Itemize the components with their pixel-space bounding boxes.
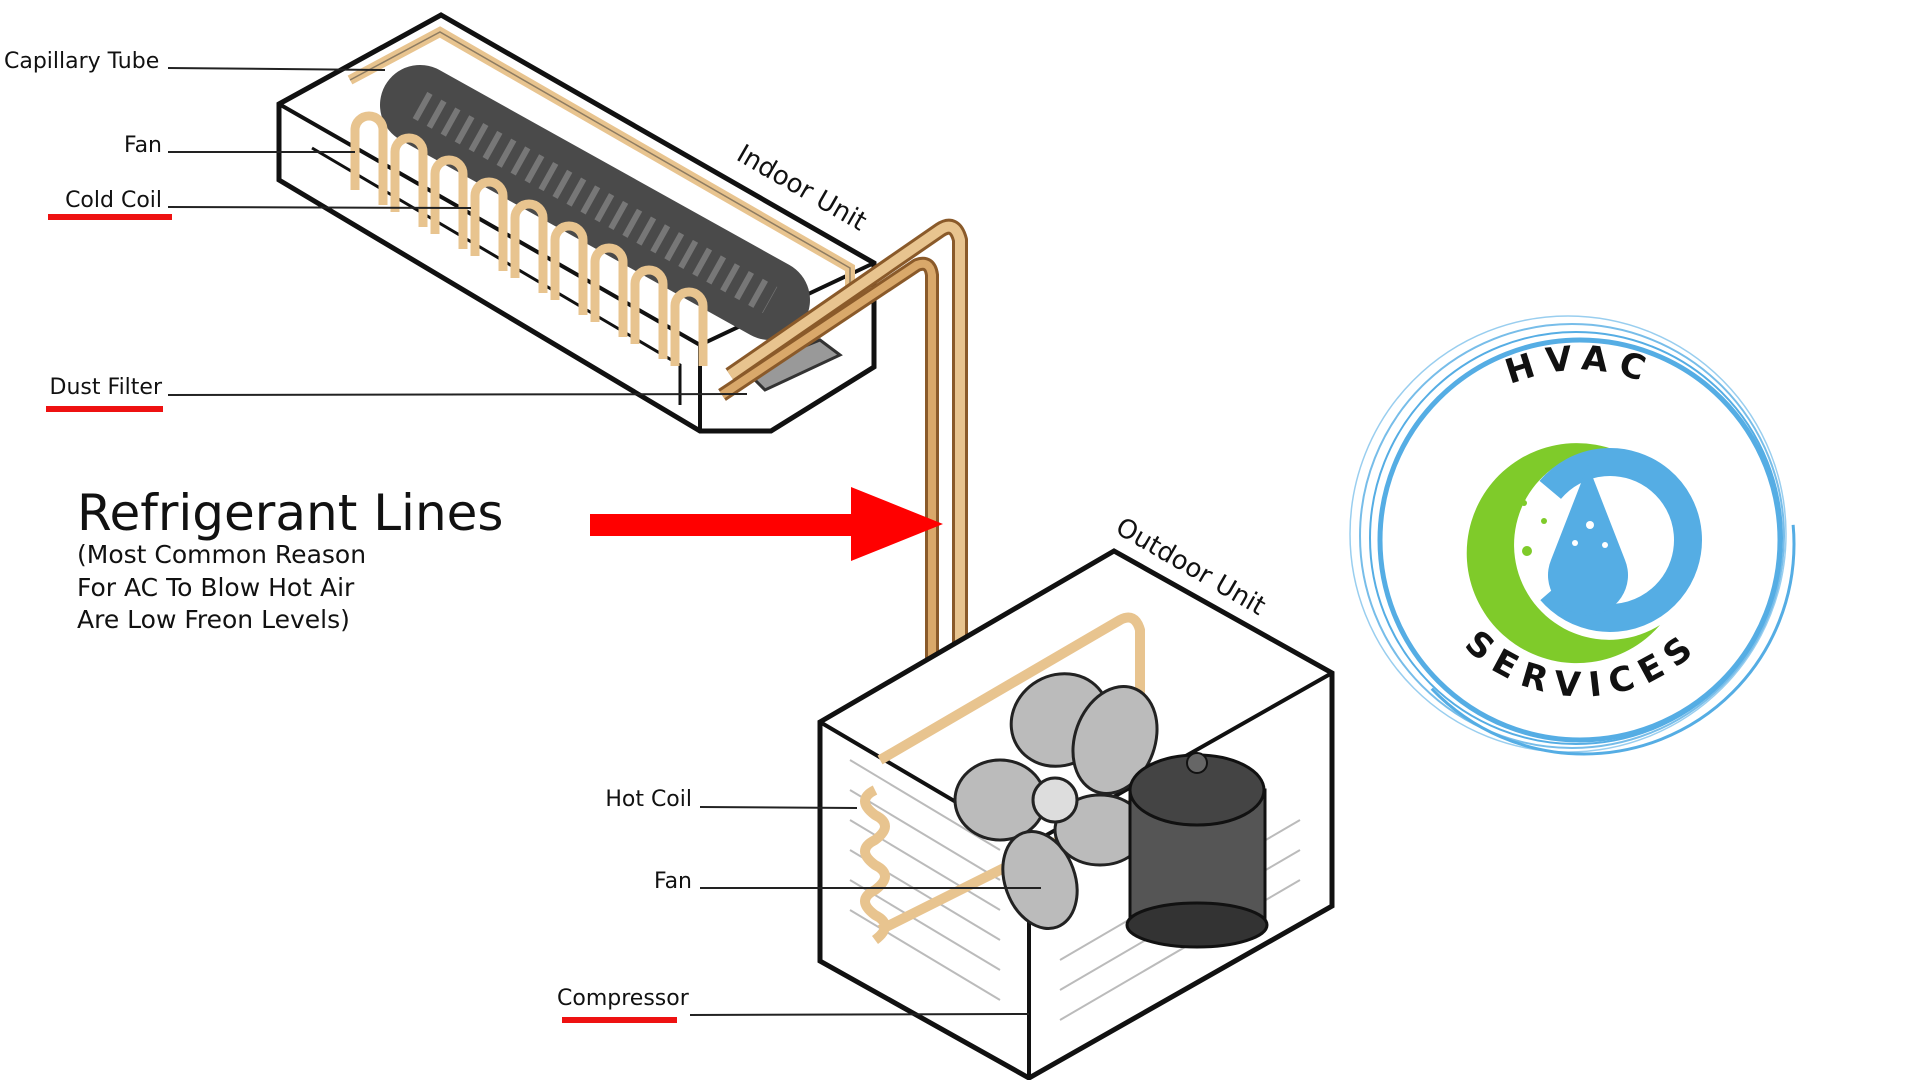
red-arrow-icon (590, 487, 943, 561)
dust-filter-underline (46, 406, 163, 412)
logo-bottom-text: SERVICES (1457, 623, 1708, 706)
callout-title: Refrigerant Lines (77, 484, 503, 542)
refrigerant-lines (718, 218, 968, 995)
callout-line: (Most Common Reason (77, 540, 366, 569)
callout-line: Are Low Freon Levels) (77, 605, 350, 634)
outdoor-fan-label: Fan (654, 869, 692, 894)
outdoor-fan-icon (953, 672, 1159, 930)
dust-filter-label: Dust Filter (50, 375, 163, 400)
compressor-label: Compressor (557, 986, 690, 1011)
capillary-tube-label: Capillary Tube (4, 49, 159, 74)
leader-lines (167, 67, 1041, 1016)
indoor-fan-label: Fan (124, 133, 162, 158)
compressor-underline (562, 1017, 677, 1023)
compressor-icon (1125, 752, 1269, 949)
hot-coil-label: Hot Coil (605, 787, 692, 812)
cold-coil-label: Cold Coil (65, 188, 162, 213)
indoor-unit: Indoor Unit (276, 12, 877, 434)
outdoor-unit: Outdoor Unit (817, 512, 1335, 1080)
water-drop-icon (1548, 465, 1629, 616)
callout-line: For AC To Blow Hot Air (77, 573, 355, 602)
hvac-services-logo: HVAC SERVICES (1349, 315, 1796, 756)
cold-coil-underline (48, 214, 172, 220)
cold-coil-icon (350, 111, 708, 366)
